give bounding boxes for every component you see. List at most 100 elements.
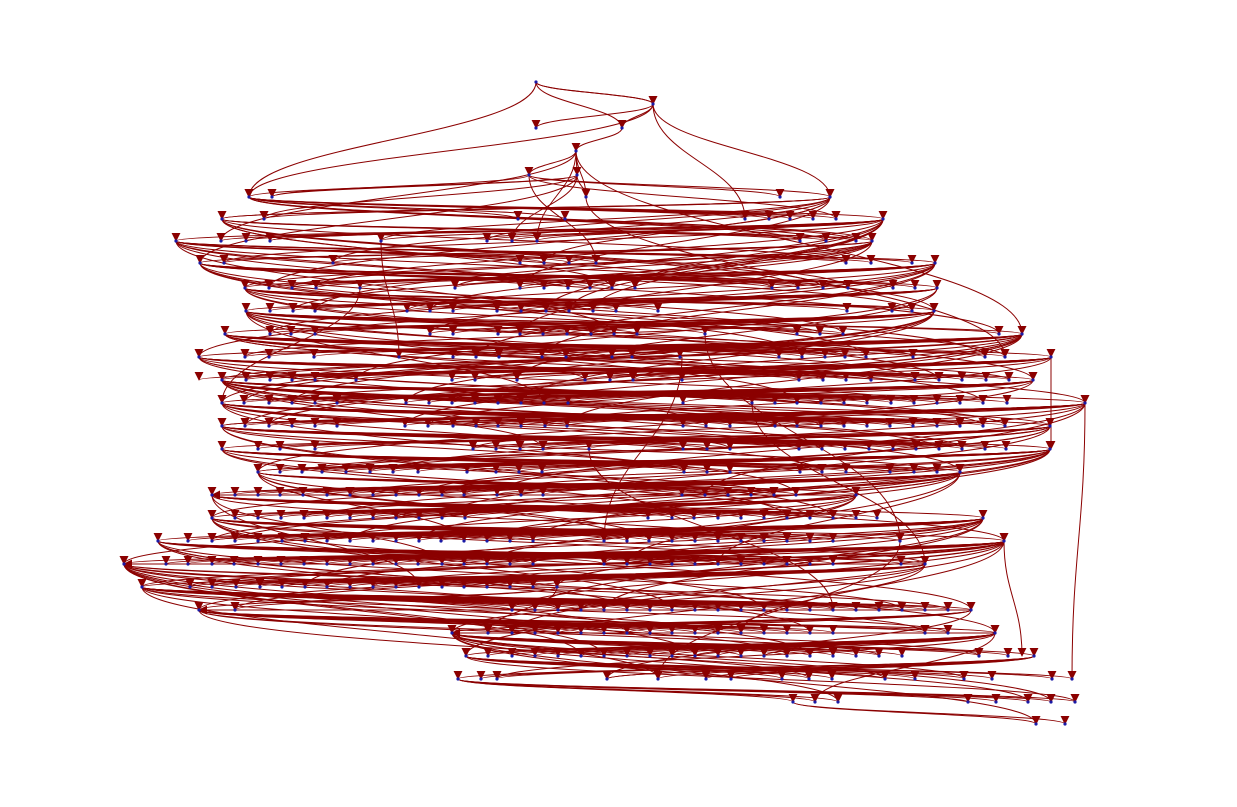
graph-node-354 [923, 562, 927, 566]
graph-node-430 [785, 654, 789, 658]
graph-node-295 [186, 539, 190, 543]
edge-242 [678, 379, 1034, 404]
graph-node-257 [417, 493, 421, 497]
graph-node-127 [313, 378, 317, 382]
graph-node-60 [846, 286, 850, 290]
graph-node-322 [898, 539, 902, 543]
edge-694 [1003, 540, 1027, 657]
graph-node-299 [280, 539, 284, 543]
graph-node-419 [533, 654, 537, 658]
graph-node-196 [888, 424, 892, 428]
edge-3 [535, 81, 627, 129]
edge-392 [221, 448, 779, 496]
edge-113 [564, 218, 884, 312]
graph-node-197 [911, 424, 915, 428]
graph-node-161 [750, 401, 754, 405]
graph-node-108 [497, 355, 501, 359]
graph-node-112 [630, 355, 634, 359]
graph-node-195 [865, 424, 869, 428]
graph-node-311 [602, 539, 606, 543]
edge-422 [221, 425, 792, 519]
edge-679 [652, 103, 750, 220]
graph-node-39 [567, 261, 571, 265]
edge-687 [208, 517, 984, 542]
graph-node-293 [981, 516, 985, 520]
graph-node-131 [515, 378, 519, 382]
graph-node-186 [543, 424, 547, 428]
graph-node-314 [670, 539, 674, 543]
graph-node-52 [542, 286, 546, 290]
graph-node-185 [519, 424, 523, 428]
graph-node-89 [518, 332, 522, 336]
graph-node-58 [796, 286, 800, 290]
graph-node-342 [602, 562, 606, 566]
graph-node-68 [405, 309, 409, 313]
edge-684 [218, 402, 1086, 427]
graph-node-292 [875, 516, 879, 520]
graph-node-398 [510, 631, 514, 635]
graph-node-345 [670, 562, 674, 566]
graph-node-420 [556, 654, 560, 658]
graph-node-59 [821, 286, 825, 290]
edge-473 [119, 494, 857, 565]
graph-node-258 [440, 493, 444, 497]
graph-node-199 [958, 424, 962, 428]
graph-node-145 [1031, 378, 1035, 382]
graph-node-460 [1026, 700, 1030, 704]
graph-node-384 [716, 608, 720, 612]
graph-node-259 [462, 493, 466, 497]
graph-node-372 [555, 585, 559, 589]
edge-703 [588, 448, 838, 611]
graph-node-138 [844, 378, 848, 382]
graph-node-442 [605, 677, 609, 681]
graph-node-200 [981, 424, 985, 428]
edge-50 [219, 218, 884, 264]
graph-node-124 [244, 378, 248, 382]
graph-node-103 [267, 355, 271, 359]
graph-node-94 [635, 332, 639, 336]
graph-node-387 [785, 608, 789, 612]
graph-node-182 [451, 424, 455, 428]
graph-node-307 [462, 539, 466, 543]
graph-node-385 [739, 608, 743, 612]
edge-647 [726, 655, 1035, 680]
graph-node-101 [197, 355, 201, 359]
edge-148 [175, 240, 1004, 335]
edge-699 [217, 287, 361, 404]
graph-node-149 [290, 401, 294, 405]
graph-node-390 [854, 608, 858, 612]
graph-node-187 [565, 424, 569, 428]
graph-node-296 [210, 539, 214, 543]
graph-node-434 [877, 654, 881, 658]
graph-node-172 [1005, 401, 1009, 405]
graph-node-457 [836, 700, 840, 704]
graph-node-201 [1003, 424, 1007, 428]
edge-100 [288, 240, 873, 312]
graph-node-180 [403, 424, 407, 428]
graph-node-139 [869, 378, 873, 382]
edge-671 [457, 678, 1080, 703]
graph-node-393 [923, 608, 927, 612]
edge-146 [199, 262, 848, 335]
edge-16 [259, 174, 578, 220]
graph-node-418 [510, 654, 514, 658]
graph-node-328 [232, 562, 236, 566]
graph-node-239 [705, 470, 709, 474]
graph-node-81 [932, 309, 936, 313]
graph-node-324 [122, 562, 126, 566]
graph-node-304 [394, 539, 398, 543]
graph-node-100 [1020, 332, 1024, 336]
graph-node-288 [785, 516, 789, 520]
graph-node-44 [933, 261, 937, 265]
graph-node-355 [140, 585, 144, 589]
graph-node-166 [865, 401, 869, 405]
graph-node-249 [233, 493, 237, 497]
graph-node-260 [495, 493, 499, 497]
graph-node-242 [820, 470, 824, 474]
graph-node-167 [889, 401, 893, 405]
edge-76 [515, 196, 831, 289]
graph-node-263 [680, 493, 684, 497]
graph-node-352 [831, 562, 835, 566]
graph-node-440 [479, 677, 483, 681]
